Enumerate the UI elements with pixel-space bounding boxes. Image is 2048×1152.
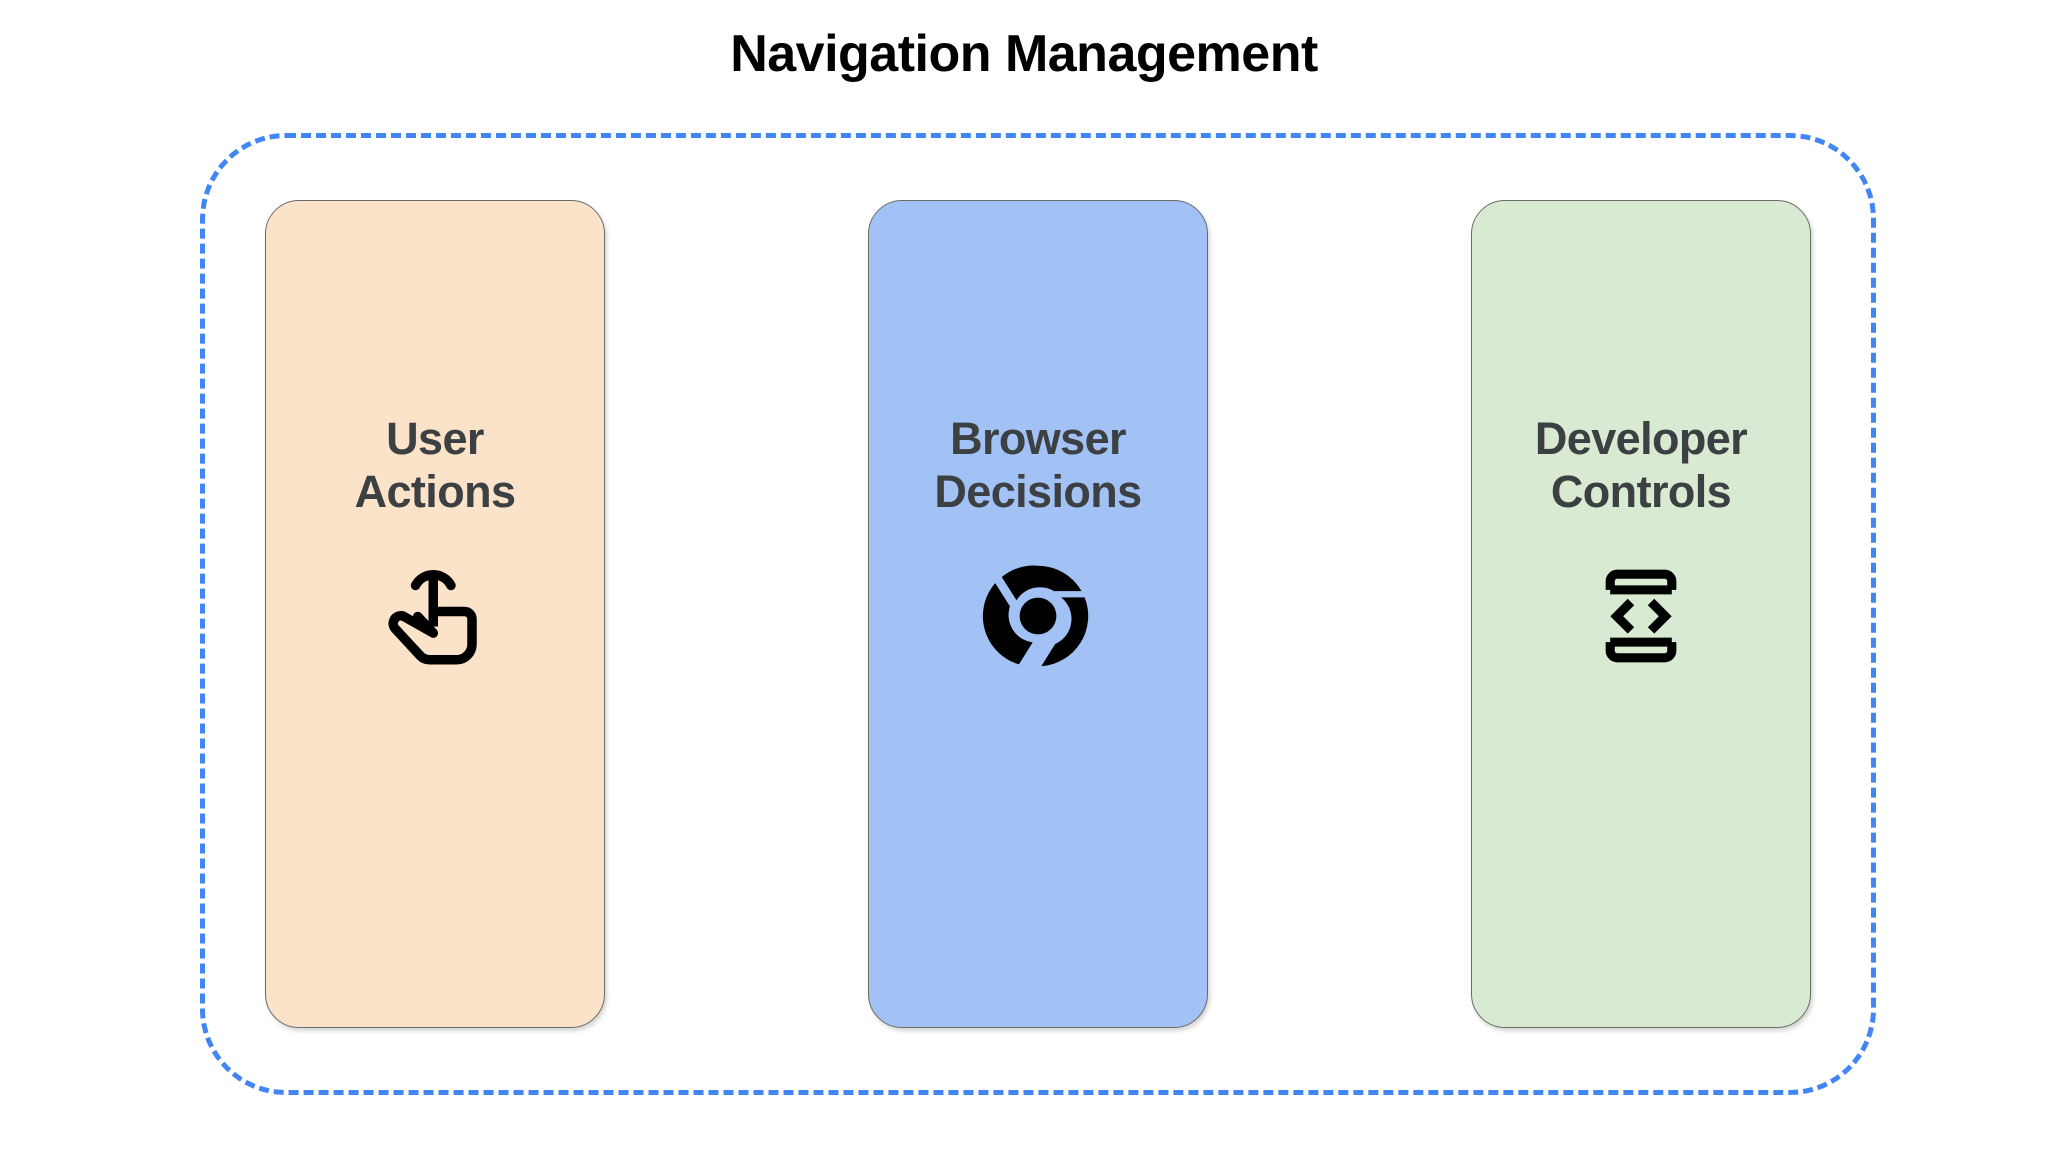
touch-tap-gesture-icon (373, 554, 497, 678)
card-content: User Actions (266, 413, 604, 678)
cards-row: User Actions Browser Decisions (200, 200, 1876, 1028)
card-label-developer-controls: Developer Controls (1534, 413, 1748, 517)
card-browser-decisions[interactable]: Browser Decisions (868, 200, 1208, 1028)
card-label-user-actions: User Actions (354, 413, 516, 517)
card-label-browser-decisions: Browser Decisions (934, 413, 1142, 517)
developer-mode-code-icon (1579, 554, 1703, 678)
card-content: Developer Controls (1472, 413, 1810, 678)
card-content: Browser Decisions (869, 413, 1207, 678)
card-user-actions[interactable]: User Actions (265, 200, 605, 1028)
navigation-management-group-container (200, 133, 1876, 1095)
page-title: Navigation Management (730, 25, 1318, 83)
chrome-browser-icon (976, 554, 1100, 678)
card-developer-controls[interactable]: Developer Controls (1471, 200, 1811, 1028)
